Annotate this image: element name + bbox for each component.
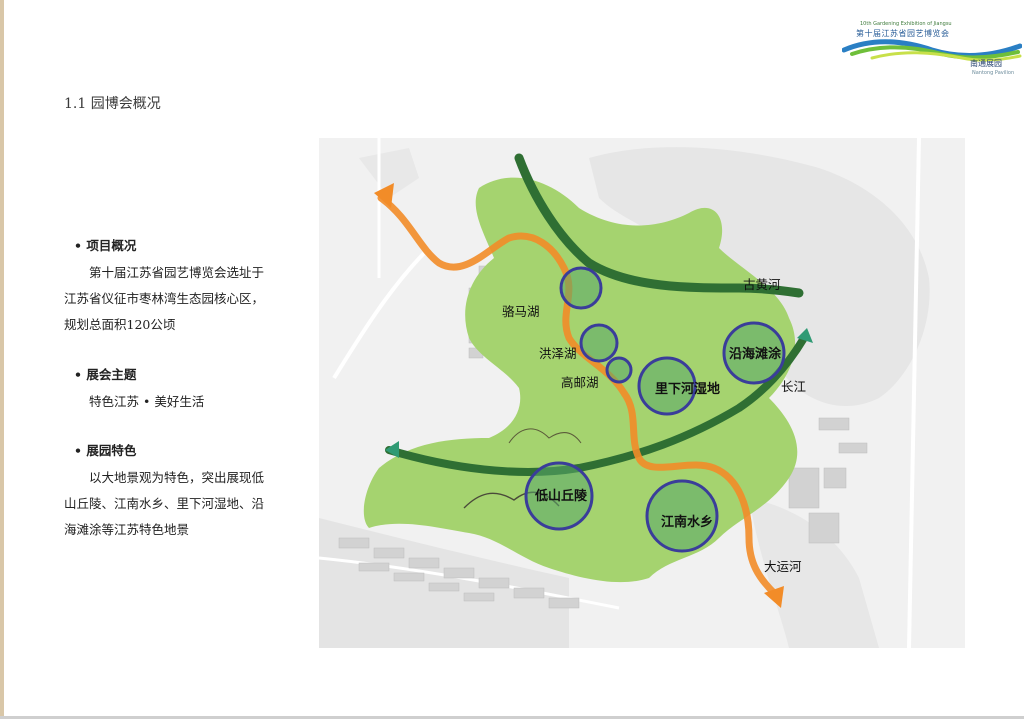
theme-heading: • 展会主题 [74,367,137,382]
canal-arrowhead-north [374,183,394,208]
features-line-3: 海滩涂等江苏特色地景 [64,522,190,537]
label-grand-canal: 大运河 [764,559,802,574]
features-block: • 展园特色 以大地景观为特色，突出展现低 山丘陵、江南水乡、里下河湿地、沿 海… [64,440,304,543]
logo-chinese-text: 第十届江苏省园艺博览会 [856,29,950,38]
label-lixiahe-wetland: 里下河湿地 [655,382,721,397]
label-luoma-lake: 骆马湖 [502,304,540,319]
features-line-1: 以大地景观为特色，突出展现低 [89,470,265,485]
overview-line-3: 规划总面积120公顷 [64,317,176,332]
section-title: 1.1 园博会概况 [64,96,161,112]
site-plan-map: 骆马湖 洪泽湖 高邮湖 里下河湿地 沿海滩涂 古黄河 长江 低山丘陵 江南水乡 … [319,138,965,648]
gu-huanghe-band [514,153,804,298]
theme-block: • 展会主题 特色江苏 • 美好生活 [64,364,304,415]
overview-heading: • 项目概况 [74,238,137,253]
overview-line-1: 第十届江苏省园艺博览会选址于 [89,265,265,280]
label-changjiang: 长江 [781,379,807,394]
overview-block: • 项目概况 第十届江苏省园艺博览会选址于 江苏省仪征市枣林湾生态园核心区， 规… [64,235,304,338]
features-line-2: 山丘陵、江南水乡、里下河湿地、沿 [64,496,265,511]
label-coastal-tidal-flat: 沿海滩涂 [729,347,782,362]
logo-pavilion-en: Nantong Pavilion [972,70,1015,76]
label-hongze-lake: 洪泽湖 [539,346,577,361]
label-gu-huanghe: 古黄河 [743,277,781,292]
label-low-hills: 低山丘陵 [535,489,588,504]
label-gaoyou-lake: 高邮湖 [561,375,599,390]
logo-pavilion-cn: 南通展园 [970,59,1002,68]
changjiang-arrowhead [797,328,813,343]
logo-wave-icon [842,39,1022,62]
theme-text: 特色江苏 • 美好生活 [89,394,205,409]
bottom-edge-rule [0,716,1024,719]
west-arrowhead [385,441,399,458]
overview-line-2: 江苏省仪征市枣林湾生态园核心区， [64,291,265,306]
features-heading: • 展园特色 [74,443,137,458]
left-edge-rule [0,0,4,719]
label-jiangnan-water-town: 江南水乡 [661,515,714,530]
expo-logo: 10th Gardening Exhibition of Jiangsu 第十届… [842,18,1022,90]
logo-english-text: 10th Gardening Exhibition of Jiangsu [860,21,952,27]
map-graphic [319,138,930,648]
canal-arrowhead-south [764,586,784,608]
